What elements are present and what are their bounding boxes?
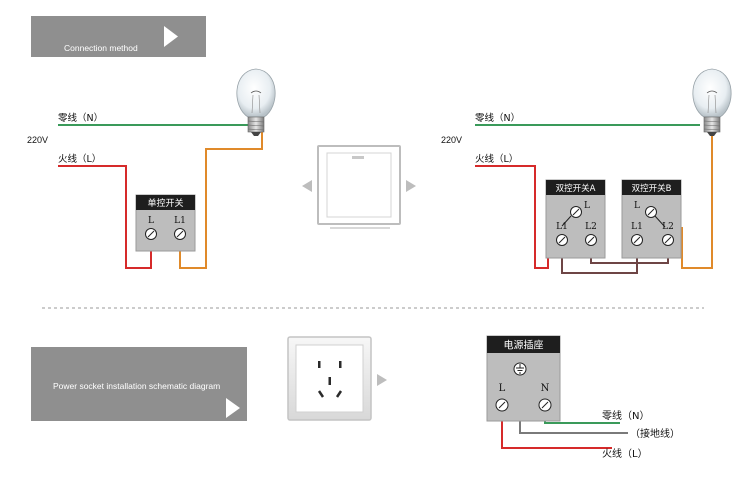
indicator-icon — [352, 156, 364, 159]
wall-socket-illustration — [287, 336, 387, 421]
terminal-label-l: L — [584, 201, 590, 211]
play-triangle-icon — [164, 26, 178, 47]
terminal-screw-slot — [558, 236, 566, 244]
arrow-left-icon — [302, 180, 312, 192]
arrow-right-icon — [406, 180, 416, 192]
socket-title: 电源插座 — [504, 339, 544, 352]
terminal-label-l1: L1 — [631, 222, 643, 232]
socket-neutral-label: 零线（N） — [602, 409, 649, 422]
wall-switch-illustration — [302, 145, 416, 229]
live-label: 火线（L） — [58, 153, 101, 165]
switch-title: 双控开关B — [632, 183, 672, 194]
terminal-screw-slot — [647, 208, 655, 216]
header-socket-diagram-text: Power socket installation schematic diag… — [53, 381, 220, 391]
live-wire — [58, 165, 152, 269]
header-connection-method: Connection method — [31, 16, 206, 57]
terminal-screw-slot — [572, 208, 580, 216]
terminal-label-l1: L1 — [556, 222, 568, 232]
terminal-label-n: N — [541, 383, 550, 394]
terminal-screw-slot — [587, 236, 595, 244]
voltage-label: 220V — [441, 135, 462, 145]
neutral-label: 零线（N） — [58, 112, 103, 124]
terminal-label-l: L — [148, 216, 154, 226]
switch-plate — [317, 145, 401, 225]
voltage-label: 220V — [27, 135, 48, 145]
switch-title-bar — [622, 180, 681, 195]
ground-symbol-icon — [513, 362, 527, 376]
header-socket-diagram: Power socket installation schematic diag… — [31, 347, 247, 421]
single-switch: 单控开关 L L1 — [135, 194, 196, 252]
light-bulb-icon — [692, 68, 732, 136]
arrow-right-icon — [377, 374, 387, 386]
terminal-label-l1: L1 — [174, 216, 186, 226]
terminal-label-l: L — [499, 383, 506, 394]
neutral-label: 零线（N） — [475, 112, 520, 124]
load-wire — [179, 130, 263, 269]
double-control-diagram: 零线（N） 220V 火线（L） 双控开关A L L1 L2 双控开关B L — [441, 68, 732, 274]
terminal-label-l2: L2 — [662, 222, 674, 232]
switch-title-bar — [546, 180, 605, 195]
socket-slot — [317, 390, 325, 398]
switch-lever — [654, 215, 666, 228]
socket-wiring-diagram: 电源插座 L N 零线（N） （接地线） 火线（L） — [486, 335, 680, 460]
single-control-diagram: 零线（N） 220V 火线（L） 单控开关 L L1 — [27, 68, 276, 269]
switch-title-bar — [136, 195, 195, 210]
terminal-screw-slot — [147, 230, 155, 238]
terminal-label-l: L — [634, 201, 640, 211]
socket-live-label: 火线（L） — [602, 447, 648, 460]
socket-slot — [318, 361, 321, 368]
socket-slot — [339, 361, 342, 368]
live-label: 火线（L） — [475, 153, 518, 165]
switch-lever — [561, 215, 572, 227]
terminal-screw-slot — [498, 401, 506, 409]
header-connection-method-text: Connection method — [64, 43, 138, 53]
live-wire — [501, 412, 612, 449]
light-bulb-icon — [236, 68, 276, 136]
socket-slot — [335, 390, 343, 398]
terminal-screw-slot — [541, 401, 549, 409]
socket-title-bar — [487, 336, 560, 353]
socket-ground-label: （接地线） — [630, 427, 680, 440]
switch-rocker — [326, 152, 392, 218]
switch-title: 单控开关 — [147, 197, 183, 209]
socket-slot — [328, 377, 331, 385]
double-switch-a: 双控开关A L L1 L2 — [545, 179, 606, 259]
terminal-screw-slot — [664, 236, 672, 244]
terminal-screw-slot — [633, 236, 641, 244]
double-switch-b: 双控开关B L L1 L2 — [621, 179, 682, 259]
terminal-screw-slot — [176, 230, 184, 238]
terminal-label-l2: L2 — [585, 222, 597, 232]
play-triangle-icon — [226, 398, 240, 418]
switch-title: 双控开关A — [556, 183, 596, 194]
